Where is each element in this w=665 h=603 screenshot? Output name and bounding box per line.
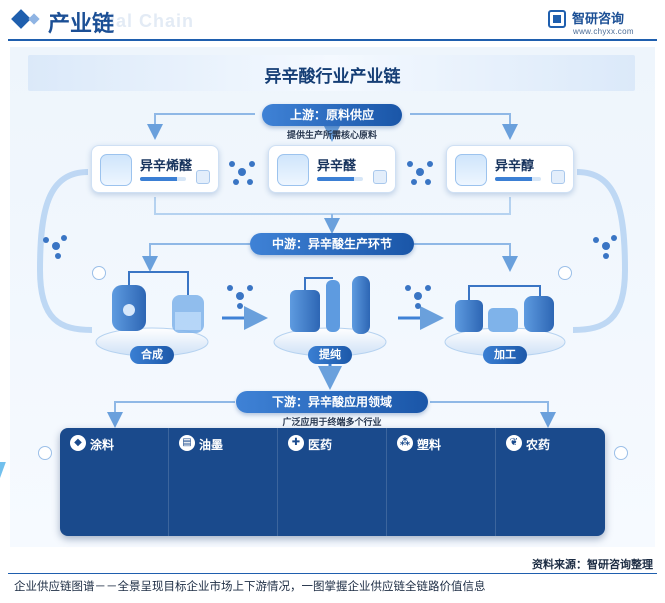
header: ial Chain 产业链 智研咨询 www.chyxx.com bbox=[0, 0, 665, 44]
material-level-bar bbox=[495, 177, 541, 181]
application-name: 涂料 bbox=[90, 438, 115, 452]
upstream-branch-right bbox=[410, 113, 518, 140]
chart-side-icon bbox=[92, 266, 106, 280]
leaf-icon: ❦ bbox=[506, 435, 522, 451]
downstream-stage-label: 下游：异辛酸应用领域 bbox=[236, 391, 428, 413]
application-coatings: ◆ 涂料 bbox=[60, 428, 169, 536]
application-pesticides: ❦ 农药 bbox=[496, 428, 605, 536]
material-name: 异辛醛 bbox=[317, 158, 357, 173]
material-name: 异辛烯醛 bbox=[140, 158, 193, 173]
flask-icon bbox=[100, 154, 132, 186]
purification-column-illustration bbox=[290, 276, 370, 334]
material-card-isooctenal: 异辛烯醛 bbox=[91, 145, 219, 193]
synthesis-reactor-illustration bbox=[112, 271, 204, 333]
application-medicine: ✚ 医药 bbox=[278, 428, 387, 536]
flask-icon bbox=[455, 154, 487, 186]
application-name: 油墨 bbox=[199, 438, 224, 452]
material-card-isooctanal: 异辛醛 bbox=[268, 145, 396, 193]
material-card-isooctanol: 异辛醇 bbox=[446, 145, 574, 193]
right-side-flow bbox=[572, 169, 629, 333]
material-level-fill bbox=[140, 177, 177, 181]
applications-strip: ◆ 涂料 ▤ 油墨 ✚ 医药 ⁂ 塑料 ❦ 农药 bbox=[60, 428, 605, 536]
material-level-fill bbox=[317, 177, 354, 181]
process-step-synthesis: 合成 bbox=[130, 346, 174, 364]
application-plastics: ⁂ 塑料 bbox=[387, 428, 496, 536]
upstream-stage-label: 上游：原料供应 bbox=[262, 104, 402, 126]
header-divider bbox=[8, 39, 657, 41]
plant-side-icon bbox=[614, 446, 628, 460]
downstream-branch-right bbox=[430, 401, 556, 428]
left-side-flow bbox=[36, 169, 93, 333]
application-name: 农药 bbox=[526, 438, 551, 452]
downstream-branch-left bbox=[107, 401, 235, 428]
material-level-fill bbox=[495, 177, 532, 181]
brand-name: 智研咨询 bbox=[572, 11, 625, 26]
downstream-note: 广泛应用于终端多个行业 bbox=[282, 417, 382, 427]
midstream-branch-left bbox=[142, 243, 250, 272]
application-name: 医药 bbox=[308, 438, 333, 452]
upstream-branch-left bbox=[147, 113, 255, 140]
material-level-bar bbox=[317, 177, 363, 181]
page-title: 产业链 bbox=[48, 11, 115, 36]
molecule-icons bbox=[43, 161, 617, 309]
processing-tank-illustration bbox=[455, 285, 554, 332]
application-ink: ▤ 油墨 bbox=[169, 428, 278, 536]
footer-caption: 企业供应链图谱－－全景呈现目标企业市场上下游情况，一图掌握企业供应链全链路价值信… bbox=[14, 581, 486, 593]
flask-badge-icon bbox=[551, 170, 565, 184]
brand-url: www.chyxx.com bbox=[573, 27, 634, 36]
dna-icon: ✚ bbox=[288, 435, 304, 451]
molecule-badge-icon bbox=[196, 170, 210, 184]
title-ribbon bbox=[28, 55, 635, 91]
source-note: 资料来源：智研咨询整理 bbox=[532, 559, 653, 571]
printer-icon: ▤ bbox=[179, 435, 195, 451]
settings-side-icon bbox=[558, 266, 572, 280]
paint-icon: ◆ bbox=[70, 435, 86, 451]
molecule-icon: ⁂ bbox=[397, 435, 413, 451]
midstream-branch-right bbox=[414, 243, 518, 272]
header-ghost-text: ial Chain bbox=[110, 11, 195, 31]
process-step-purification: 提纯 bbox=[308, 346, 352, 364]
material-name: 异辛醇 bbox=[495, 158, 535, 173]
bottle-icon bbox=[277, 154, 309, 186]
diagram-title: 异辛酸行业产业链 bbox=[264, 67, 401, 86]
application-name: 塑料 bbox=[417, 438, 442, 452]
footer-divider bbox=[8, 573, 657, 574]
upstream-collector bbox=[154, 197, 511, 215]
midstream-stage-label: 中游：异辛酸生产环节 bbox=[250, 233, 414, 255]
process-step-processing: 加工 bbox=[483, 346, 527, 364]
lab-side-icon bbox=[38, 446, 52, 460]
brand-logo-icon bbox=[548, 10, 566, 28]
drop-badge-icon bbox=[373, 170, 387, 184]
material-level-bar bbox=[140, 177, 186, 181]
upstream-note: 提供生产所需核心原料 bbox=[286, 130, 377, 140]
